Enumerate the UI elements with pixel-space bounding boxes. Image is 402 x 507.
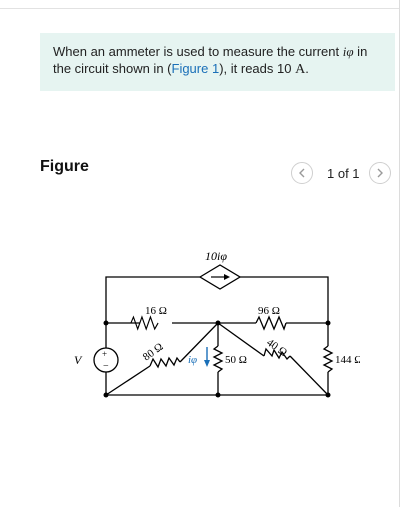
dependent-source-diamond bbox=[198, 264, 242, 290]
label-r3: 96 Ω bbox=[258, 305, 280, 317]
current-symbol: iφ bbox=[342, 44, 354, 59]
node bbox=[215, 392, 221, 398]
source-minus: − bbox=[103, 361, 109, 372]
node bbox=[325, 392, 331, 398]
resistor-40 bbox=[263, 347, 291, 361]
wire-diag-right-a bbox=[217, 322, 265, 357]
wire-diag-right-b bbox=[289, 355, 329, 396]
voltage-source bbox=[93, 347, 119, 373]
source-label: V bbox=[74, 353, 83, 367]
figure-pager: 1 of 1 bbox=[291, 161, 391, 185]
question-text: When an ammeter is used to measure the c… bbox=[53, 44, 343, 59]
current-label: iφ bbox=[188, 354, 197, 366]
top-wire bbox=[105, 276, 200, 323]
figure-title: Figure bbox=[40, 158, 89, 175]
top-wire-right bbox=[240, 276, 329, 323]
current-arrow-head bbox=[204, 360, 210, 367]
label-r5: 50 Ω bbox=[225, 354, 247, 366]
question-box: When an ammeter is used to measure the c… bbox=[40, 33, 395, 91]
resistor-80 bbox=[149, 356, 181, 369]
top-divider bbox=[0, 0, 399, 9]
figure-count: 1 of 1 bbox=[327, 165, 360, 181]
next-figure-button[interactable] bbox=[368, 162, 391, 184]
resistor-96 bbox=[255, 315, 287, 331]
resistor-50 bbox=[212, 345, 224, 373]
label-r1: 16 Ω bbox=[145, 305, 167, 317]
wire-diag-left-a bbox=[105, 365, 151, 396]
resistor-16 bbox=[130, 315, 159, 331]
wire-diag-left-b bbox=[179, 322, 219, 363]
figure-link[interactable]: Figure 1 bbox=[171, 61, 220, 76]
label-r6: 144 Ω bbox=[335, 354, 360, 366]
source-plus: + bbox=[102, 349, 107, 359]
prev-figure-button[interactable] bbox=[291, 162, 313, 184]
circuit-diagram: 10iφ 16 Ω 96 Ω 80 Ω 40 Ω 50 Ω 144 Ω V + … bbox=[74, 249, 360, 398]
source-arrow-head bbox=[224, 274, 230, 280]
chevron-left-icon bbox=[299, 168, 305, 178]
dependent-source-label: 10iφ bbox=[205, 249, 227, 263]
node bbox=[103, 392, 109, 398]
resistor-144 bbox=[322, 345, 334, 373]
node bbox=[103, 320, 109, 326]
node bbox=[325, 320, 331, 326]
question-text-mid: in the circuit shown in ( bbox=[53, 44, 368, 76]
question-end: . bbox=[305, 61, 309, 76]
chevron-right-icon bbox=[377, 168, 383, 178]
question-text-after: ), it reads 10 bbox=[219, 61, 296, 76]
node bbox=[215, 320, 221, 326]
unit-amps: A bbox=[295, 62, 306, 77]
